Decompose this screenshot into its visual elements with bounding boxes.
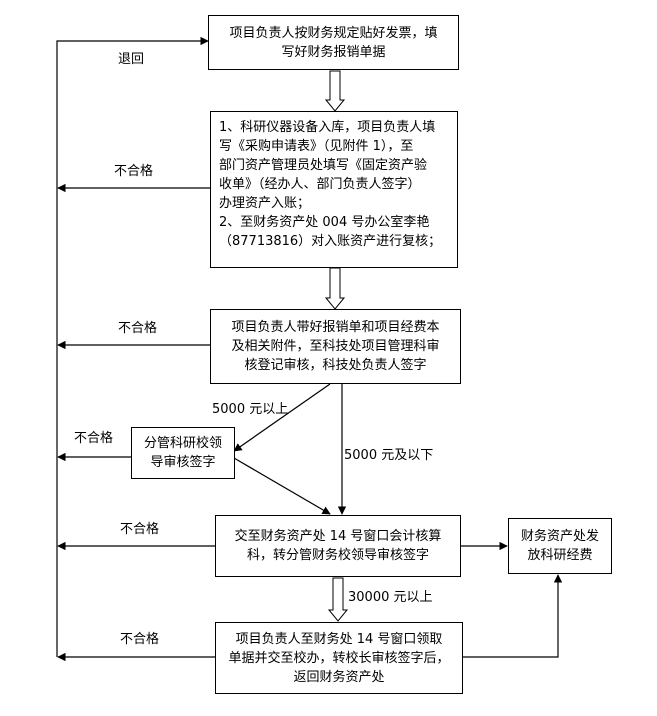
node-approval-line: 分管科研校领 — [143, 436, 222, 451]
node-payout-line: 财务资产处发 — [520, 529, 599, 544]
label-fail-step4: 不合格 — [120, 522, 160, 537]
double-arrow-step2-to-step3 — [324, 267, 346, 310]
label-fail-step3: 不合格 — [118, 321, 158, 336]
return-loop-line — [56, 36, 209, 657]
node-approval: 分管科研校领 导审核签字 — [131, 427, 235, 479]
node-step2-line: 写《采购申请表》（见附件 1），至 — [219, 139, 414, 154]
node-step2-line: （87713816）对入账资产进行复核； — [219, 234, 442, 249]
node-step2-line: 部门资产管理员处填写《固定资产验 — [219, 158, 428, 173]
node-step3-line: 项目负责人带好报销单和项目经费本 — [231, 320, 440, 335]
arrow-step5-to-payout — [463, 574, 563, 658]
node-step3-line: 及相关附件，至科技处项目管理科审 — [231, 339, 440, 354]
node-approval-line: 导审核签字 — [150, 455, 216, 470]
node-step2-line: 2、至财务资产处 004 号办公室李艳 — [219, 215, 430, 230]
node-step5-line: 单据并交至校办，转校长审核签字后， — [228, 650, 450, 666]
double-arrow-step1-to-step2 — [324, 70, 346, 112]
arrow-approval-to-step4 — [233, 457, 331, 515]
node-step4: 交至财务资产处 14 号窗口会计核算 科，转分管财务校领导审核签字 — [215, 515, 461, 577]
label-over-5000: 5000 元以上 — [212, 402, 289, 417]
label-under-5000: 5000 元及以下 — [344, 448, 434, 463]
label-fail-approval: 不合格 — [74, 431, 114, 446]
label-fail-step2: 不合格 — [114, 164, 154, 179]
node-payout: 财务资产处发 放科研经费 — [508, 518, 612, 574]
node-step1-line: 项目负责人按财务规定贴好发票，填 — [229, 25, 438, 41]
node-step2-line: 收单》（经办人、部门负责人签字） — [219, 177, 421, 192]
node-step3-line: 核登记审核，科技处负责人签字 — [244, 358, 427, 373]
node-step2-line: 1、科研仪器设备入库，项目负责人填 — [219, 120, 436, 135]
label-return: 退回 — [118, 52, 145, 67]
node-step4-line: 交至财务资产处 14 号窗口会计核算 — [234, 529, 442, 544]
node-step5-line: 项目负责人至财务处 14 号窗口领取 — [235, 631, 443, 647]
node-step5-line: 返回财务资产处 — [293, 669, 385, 685]
node-step4-line: 科，转分管财务校领导审核签字 — [246, 548, 429, 563]
label-over-30000: 30000 元以上 — [348, 590, 433, 605]
node-step2: 1、科研仪器设备入库，项目负责人填 写《采购申请表》（见附件 1），至 部门资产… — [210, 111, 458, 268]
node-step2-line: 办理资产入账； — [219, 196, 311, 211]
node-step5: 项目负责人至财务处 14 号窗口领取 单据并交至校办，转校长审核签字后， 返回财… — [215, 622, 463, 694]
node-payout-line: 放科研经费 — [527, 548, 593, 563]
label-fail-step5: 不合格 — [120, 632, 160, 647]
arrow-over-5000 — [233, 383, 331, 452]
node-step3: 项目负责人带好报销单和项目经费本 及相关附件，至科技处项目管理科审 核登记审核，… — [210, 309, 461, 384]
node-step1: 项目负责人按财务规定贴好发票，填 写好财务报销单据 — [208, 15, 459, 70]
double-arrow-step4-to-step5 — [327, 577, 349, 622]
node-step1-line: 写好财务报销单据 — [281, 44, 386, 60]
